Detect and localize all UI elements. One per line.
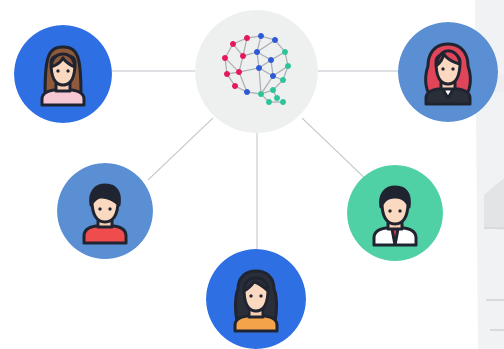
woman-brown-hair-icon xyxy=(14,25,112,123)
woman-orange-top-icon xyxy=(206,249,306,349)
man-red-shirt-icon xyxy=(57,163,153,259)
person-node-top-right xyxy=(398,22,498,122)
woman-red-hair-icon xyxy=(398,22,498,122)
hub-node xyxy=(195,10,318,133)
connector-middle-right xyxy=(301,117,373,186)
connector-middle-left xyxy=(147,117,214,181)
person-node-top-left xyxy=(14,25,112,123)
person-node-bottom xyxy=(206,249,306,349)
person-node-middle-left xyxy=(57,163,153,259)
brain-network-icon xyxy=(195,10,318,133)
person-node-middle-right xyxy=(347,165,443,261)
man-suit-tie-icon xyxy=(347,165,443,261)
